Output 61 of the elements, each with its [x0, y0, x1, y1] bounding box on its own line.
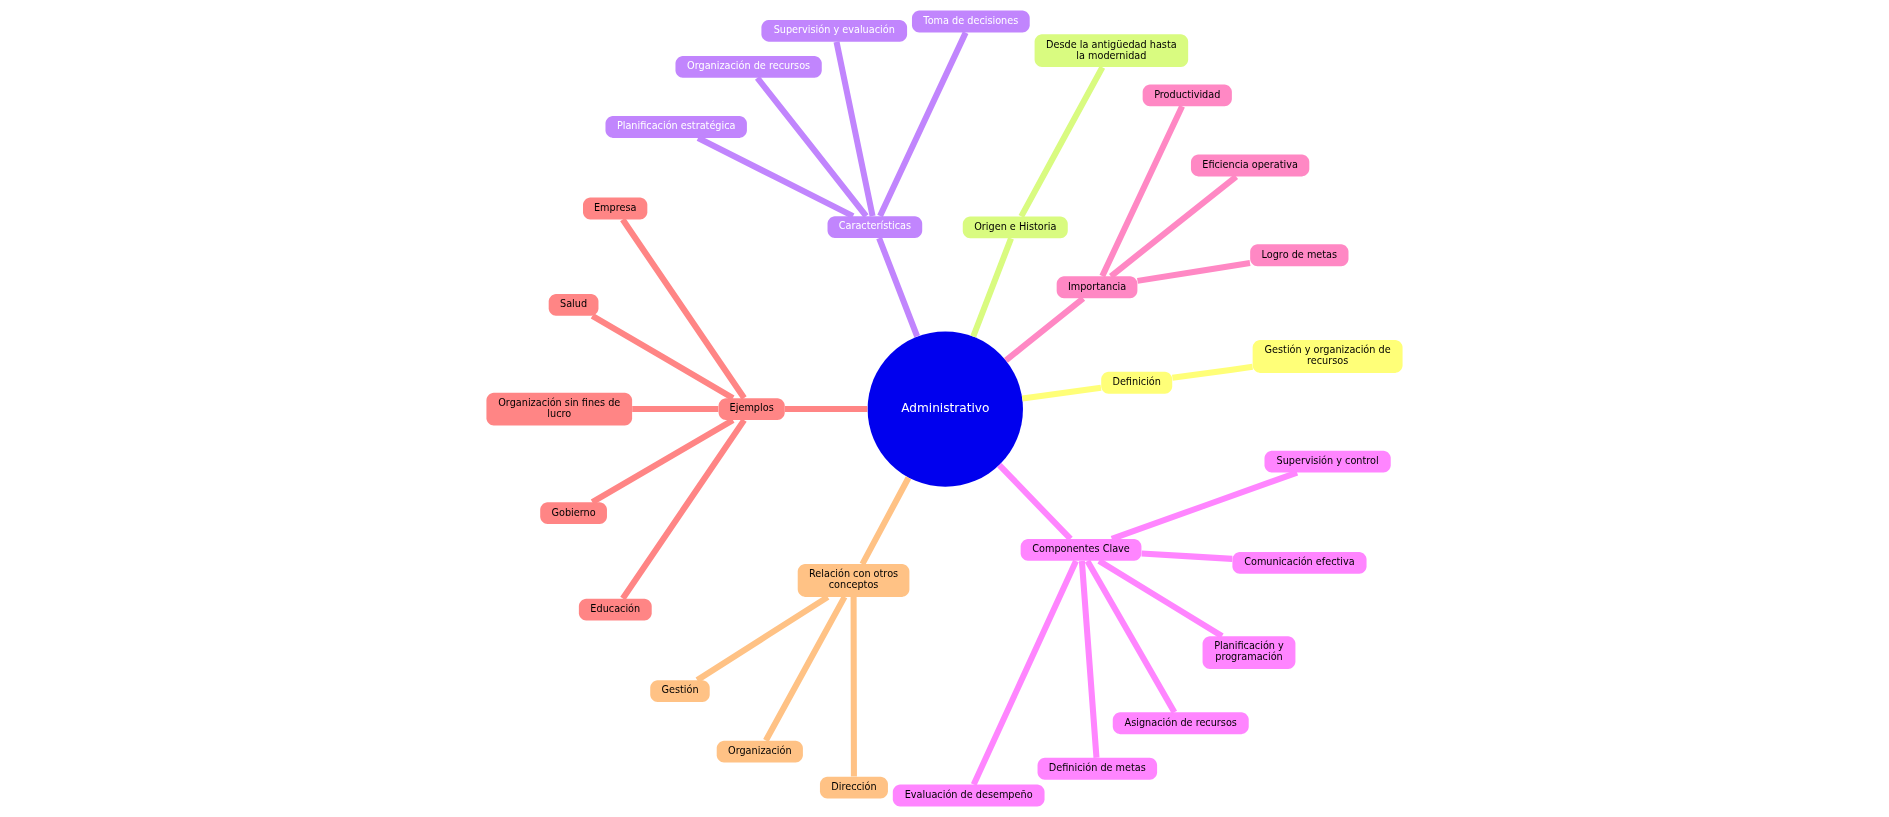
node-box: Gobierno	[540, 502, 607, 525]
node-box: Organización sin fines de lucro	[486, 392, 633, 426]
connector	[970, 559, 1079, 786]
node-box: Organización de recursos	[675, 55, 822, 78]
connector	[620, 217, 747, 400]
node-box: Dirección	[819, 776, 888, 799]
connector	[859, 476, 912, 566]
node-box: Origen e Historia	[962, 216, 1068, 239]
connector	[970, 237, 1014, 338]
connector	[784, 406, 868, 413]
node-box: Importancia	[1056, 276, 1138, 299]
connector	[1018, 65, 1106, 218]
connector	[1078, 560, 1100, 758]
connector	[997, 463, 1073, 542]
node-box: Asignación de recursos	[1112, 712, 1249, 735]
connector	[1097, 558, 1224, 639]
connector	[590, 417, 735, 505]
node-box: Comunicación efectiva	[1232, 551, 1367, 574]
node-box: Planificación y programación	[1202, 636, 1296, 670]
connector	[695, 594, 830, 683]
connector	[877, 31, 969, 218]
connector	[1110, 469, 1299, 542]
node-box: Ejemplos	[718, 398, 785, 420]
connector	[1171, 363, 1253, 381]
node-box: Relación con otros conceptos	[797, 564, 910, 597]
node-box: Salud	[548, 294, 599, 316]
node-box: Características	[827, 216, 923, 239]
node-circle: Administrativo	[867, 331, 1023, 487]
connector	[1004, 296, 1086, 363]
node-box: Evaluación de desempeño	[892, 784, 1045, 807]
connector	[1084, 559, 1178, 714]
node-box: Gestión y organización de recursos	[1252, 340, 1403, 373]
node-box: Planificación estratégica	[605, 116, 747, 138]
connector	[696, 135, 855, 219]
node-box: Empresa	[583, 197, 648, 220]
connector	[1099, 104, 1185, 278]
node-box: Supervisión y control	[1264, 450, 1391, 473]
node-box: Definición	[1101, 371, 1173, 394]
node-box: Gestión	[650, 680, 710, 703]
node-box: Productividad	[1142, 84, 1232, 107]
node-box: Educación	[578, 598, 652, 621]
node-box: Logro de metas	[1250, 244, 1349, 267]
connector	[632, 406, 719, 413]
node-box: Supervisión y evaluación	[761, 19, 908, 42]
connector	[620, 418, 747, 601]
node-box: Desde la antigüedad hasta la modernidad	[1034, 34, 1189, 68]
connector	[833, 41, 876, 217]
connector	[1137, 260, 1251, 284]
node-box: Definición de metas	[1037, 757, 1158, 780]
node-box: Organización	[716, 740, 803, 763]
connector	[876, 237, 920, 338]
connector	[850, 596, 857, 777]
connector	[754, 76, 869, 218]
node-box: Componentes Clave	[1020, 539, 1142, 561]
node-box: Eficiencia operativa	[1190, 154, 1310, 177]
connector	[763, 595, 848, 743]
connector	[1021, 384, 1102, 402]
node-box: Toma de decisiones	[911, 10, 1030, 33]
connector	[1141, 550, 1233, 562]
connector	[1109, 174, 1239, 279]
connector	[590, 313, 735, 401]
